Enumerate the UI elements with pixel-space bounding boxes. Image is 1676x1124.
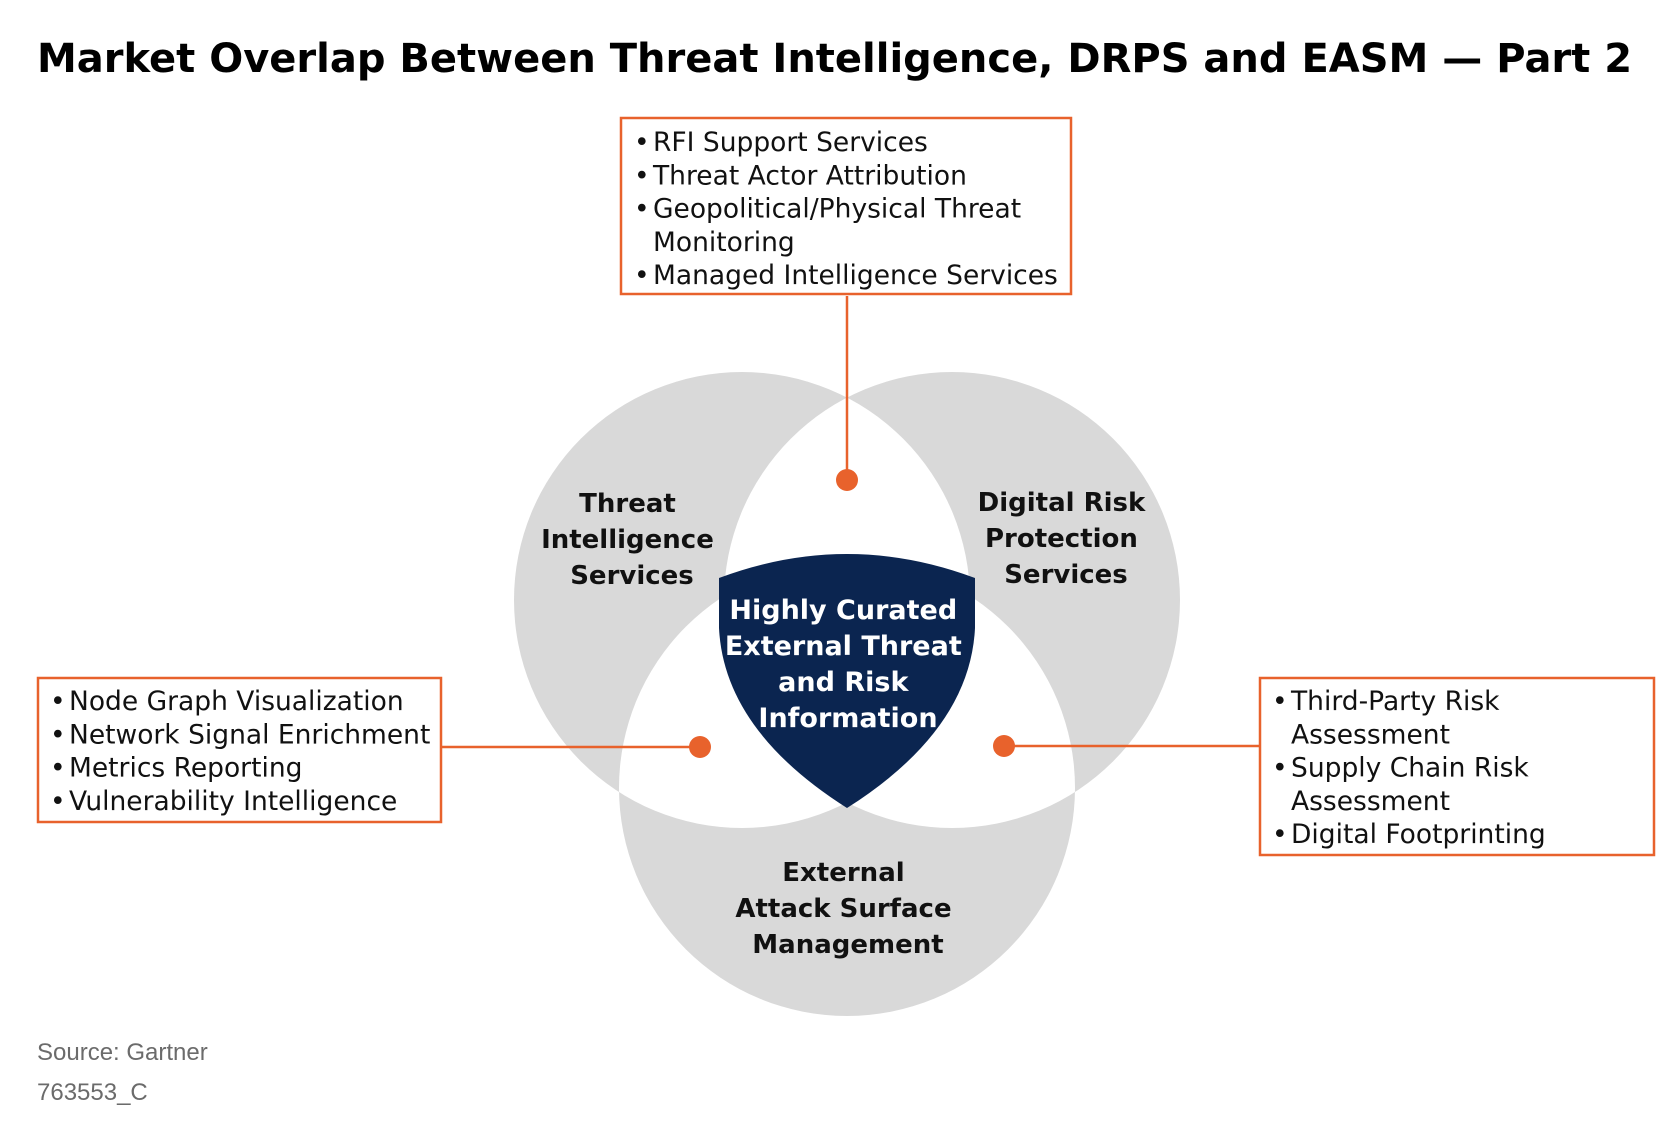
list-item-top-2-cont: Monitoring bbox=[653, 227, 795, 258]
bullet-left-2: • bbox=[50, 753, 66, 784]
bullet-right-1: • bbox=[1272, 753, 1288, 784]
callout-box-right bbox=[1258, 676, 1656, 857]
list-item-right-1: Supply Chain Risk bbox=[1291, 753, 1529, 784]
connector-dot-top bbox=[836, 469, 858, 491]
list-item-left-2: Metrics Reporting bbox=[69, 753, 302, 784]
connector-dot-left bbox=[689, 736, 711, 758]
figure-id: 763553_C bbox=[37, 1079, 148, 1106]
callout-box-top bbox=[619, 116, 1073, 296]
list-item-left-1: Network Signal Enrichment bbox=[69, 719, 430, 750]
list-item-right-0-cont: Assessment bbox=[1291, 719, 1450, 750]
list-item-top-3: Managed Intelligence Services bbox=[653, 260, 1058, 291]
callout-box-left bbox=[36, 676, 443, 824]
bullet-right-0: • bbox=[1272, 686, 1288, 717]
list-item-left-3: Vulnerability Intelligence bbox=[69, 786, 397, 817]
bullet-left-3: • bbox=[50, 786, 66, 817]
list-top: •RFI Support Services•Threat Actor Attri… bbox=[634, 127, 1058, 291]
connector-right bbox=[993, 735, 1260, 757]
list-item-right-2: Digital Footprinting bbox=[1291, 819, 1546, 850]
label-digital-risk-protection: Digital Risk Protection Services bbox=[978, 488, 1155, 590]
list-item-top-0: RFI Support Services bbox=[653, 127, 928, 158]
bullet-left-0: • bbox=[50, 686, 66, 717]
connector-dot-right bbox=[993, 735, 1015, 757]
bullet-top-1: • bbox=[634, 160, 650, 191]
list-left: •Node Graph Visualization•Network Signal… bbox=[50, 686, 430, 817]
list-item-right-0: Third-Party Risk bbox=[1290, 686, 1500, 717]
bullet-top-2: • bbox=[634, 194, 650, 225]
connector-left bbox=[441, 736, 711, 758]
list-item-right-1-cont: Assessment bbox=[1291, 786, 1450, 817]
label-external-attack-surface: External Attack Surface Management bbox=[735, 858, 960, 960]
page-title: Market Overlap Between Threat Intelligen… bbox=[37, 36, 1632, 82]
list-item-left-0: Node Graph Visualization bbox=[69, 686, 404, 717]
center-shield bbox=[719, 554, 975, 808]
bullet-top-3: • bbox=[634, 260, 650, 291]
bullet-right-2: • bbox=[1272, 819, 1288, 850]
label-threat-intelligence: Threat Intelligence Services bbox=[541, 489, 723, 591]
connector-top bbox=[836, 296, 858, 491]
bullet-top-0: • bbox=[634, 127, 650, 158]
list-item-top-1: Threat Actor Attribution bbox=[652, 160, 967, 191]
bullet-left-1: • bbox=[50, 719, 66, 750]
center-label: Highly Curated External Threat and Risk … bbox=[725, 595, 971, 734]
list-item-top-2: Geopolitical/Physical Threat bbox=[653, 194, 1021, 225]
source-note: Source: Gartner bbox=[37, 1039, 208, 1066]
